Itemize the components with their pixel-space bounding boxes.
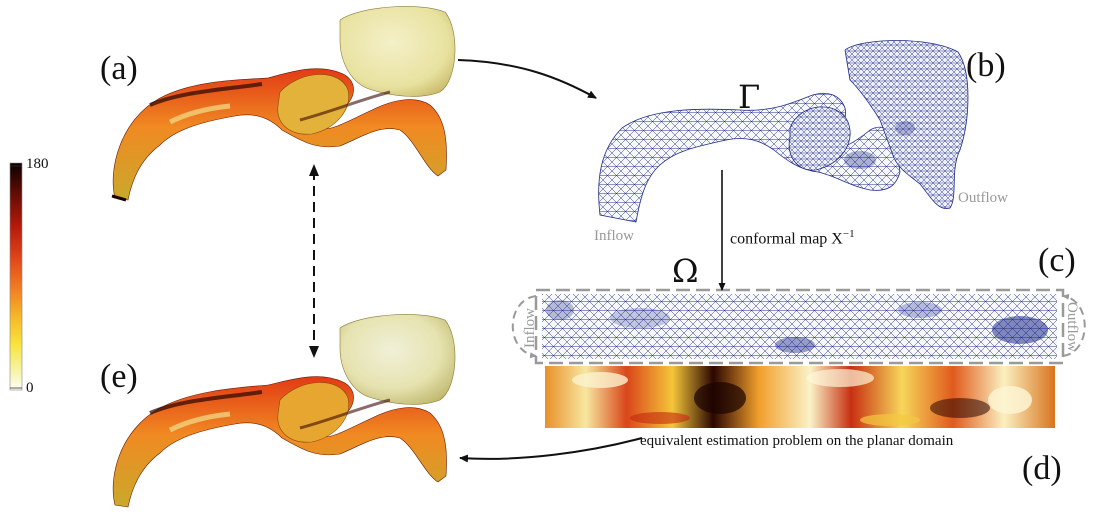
colorbar-min-label: 0 bbox=[26, 380, 34, 397]
mesh-b bbox=[599, 41, 968, 223]
colorbar bbox=[10, 163, 22, 390]
omega-symbol: Ω bbox=[672, 252, 699, 290]
panel-label-b: (b) bbox=[966, 47, 1006, 85]
planar-mesh-c bbox=[513, 290, 1085, 363]
outflow-label-c: Outflow bbox=[1063, 302, 1080, 352]
arrow-a-to-b bbox=[458, 60, 596, 98]
panel-label-a: (a) bbox=[100, 50, 138, 88]
panel-label-d: (d) bbox=[1022, 450, 1062, 488]
outflow-label-b: Outflow bbox=[958, 190, 1008, 207]
inflow-label-b: Inflow bbox=[594, 228, 634, 245]
colorbar-gradient bbox=[10, 163, 22, 390]
vessel-a bbox=[112, 6, 455, 200]
arrow-d-to-e bbox=[460, 438, 642, 459]
colorbar-max-label: 180 bbox=[26, 156, 49, 173]
heatmap-d bbox=[545, 366, 1055, 428]
conformal-map-text: conformal map X bbox=[730, 230, 843, 247]
conformal-map-label: conformal map X−1 bbox=[730, 228, 855, 248]
dashed-link-head-down bbox=[309, 346, 319, 358]
dashed-link-head-up bbox=[309, 164, 319, 176]
panel-label-e: (e) bbox=[100, 358, 138, 396]
gamma-symbol: Γ bbox=[738, 78, 760, 116]
inflow-label-c: Inflow bbox=[522, 308, 539, 348]
conformal-map-exponent: −1 bbox=[843, 228, 855, 240]
estimation-label: equivalent estimation problem on the pla… bbox=[640, 433, 953, 450]
vessel-e bbox=[113, 314, 455, 507]
panel-label-c: (c) bbox=[1038, 242, 1076, 280]
